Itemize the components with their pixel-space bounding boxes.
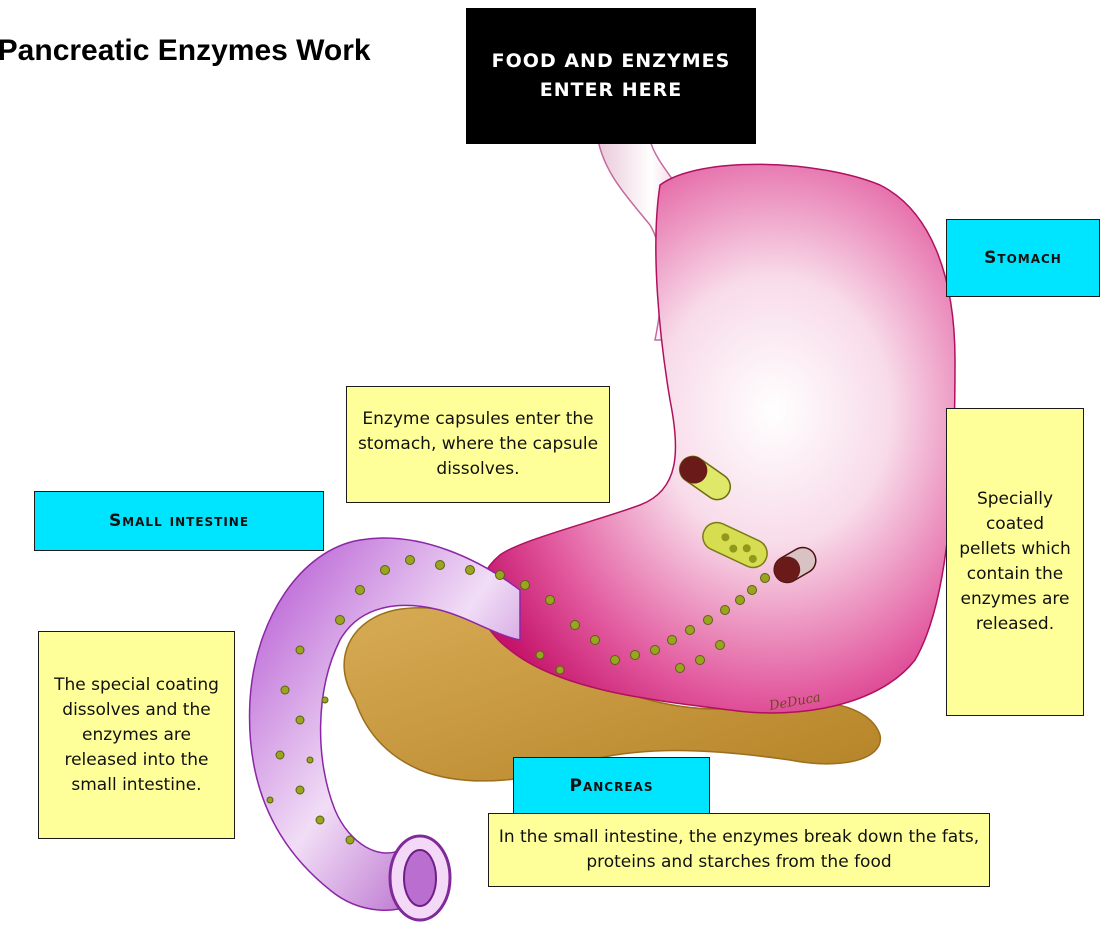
coating-note: The special coating dissolves and the en… bbox=[38, 631, 235, 839]
capsules-note: Enzyme capsules enter the stomach, where… bbox=[346, 386, 610, 503]
small-intestine-label: Small intestine bbox=[34, 491, 324, 551]
pancreas-label: Pancreas bbox=[513, 757, 710, 814]
stomach-label: Stomach bbox=[946, 219, 1100, 297]
food-entry-label: FOOD AND ENZYMES ENTER HERE bbox=[466, 8, 756, 144]
breakdown-note: In the small intestine, the enzymes brea… bbox=[488, 813, 990, 887]
pellets-note: Specially coated pellets which contain t… bbox=[946, 408, 1084, 716]
